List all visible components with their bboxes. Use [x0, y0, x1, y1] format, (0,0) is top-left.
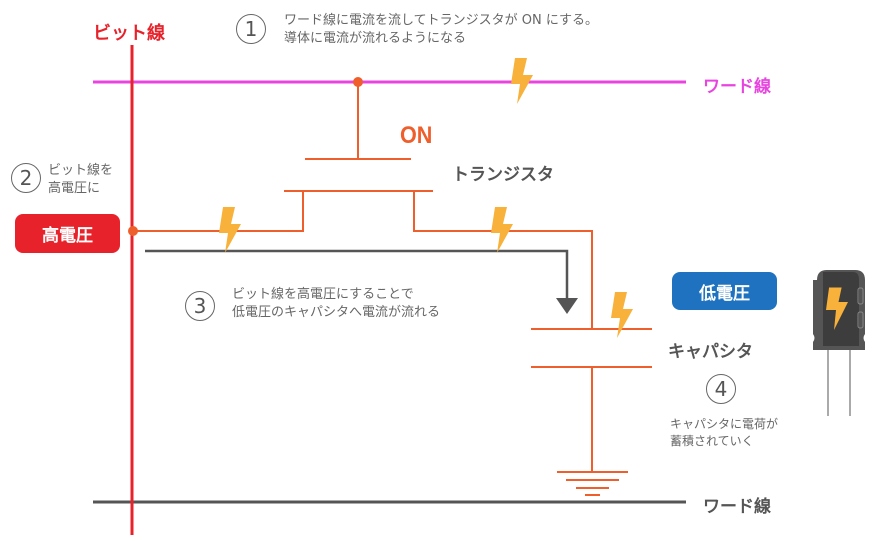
lightning-bolt-icon	[491, 207, 513, 253]
step-4-line-2: 蓄積されていく	[670, 434, 754, 448]
step-3-line-1: ビット線を高電圧にすることで	[232, 287, 414, 302]
on-state-label: ON	[400, 122, 433, 149]
step-2-text: ビット線を 高電圧に	[48, 162, 113, 198]
source-lead	[132, 191, 304, 232]
lightning-bolt-icon	[219, 207, 241, 253]
transistor-label: トランジスタ	[452, 165, 554, 185]
lightning-bolt-icon	[511, 58, 533, 104]
step-2-number-icon: 2	[11, 163, 41, 193]
step-4-text: キャパシタに電荷が 蓄積されていく	[670, 416, 778, 450]
ground-icon	[557, 471, 628, 496]
capacitor-label: キャパシタ	[668, 342, 753, 362]
step-2-line-1: ビット線を	[48, 163, 114, 178]
step-1-line-1: ワード線に電流を流してトランジスタが ON にする。	[284, 13, 598, 28]
step-2-line-2: 高電圧に	[48, 181, 101, 196]
step-3-text: ビット線を高電圧にすることで 低電圧のキャパシタへ電流が流れる	[232, 286, 440, 322]
step-1-text: ワード線に電流を流してトランジスタが ON にする。 導体に電流が流れるようにな…	[284, 12, 598, 48]
bit-line-junction-dot	[128, 226, 138, 236]
word-line-top-label: ワード線	[703, 77, 771, 97]
high-voltage-badge: 高電圧	[15, 214, 120, 253]
current-flow-arrow-icon	[145, 249, 578, 314]
step-3-number-icon: 3	[185, 291, 215, 321]
step-1-number-icon: 1	[236, 14, 266, 44]
capacitor-component-icon	[813, 270, 865, 416]
step-4-line-1: キャパシタに電荷が	[670, 417, 779, 431]
step-4-number-icon: 4	[706, 374, 736, 404]
capacitor-symbol	[531, 328, 652, 472]
word-line-bottom-label: ワード線	[703, 497, 771, 517]
lightning-bolt-icon	[611, 292, 633, 338]
low-voltage-badge: 低電圧	[672, 272, 777, 310]
bit-line-label: ビット線	[93, 23, 165, 44]
step-3-line-2: 低電圧のキャパシタへ電流が流れる	[232, 305, 441, 320]
step-1-line-2: 導体に電流が流れるようになる	[284, 31, 467, 46]
